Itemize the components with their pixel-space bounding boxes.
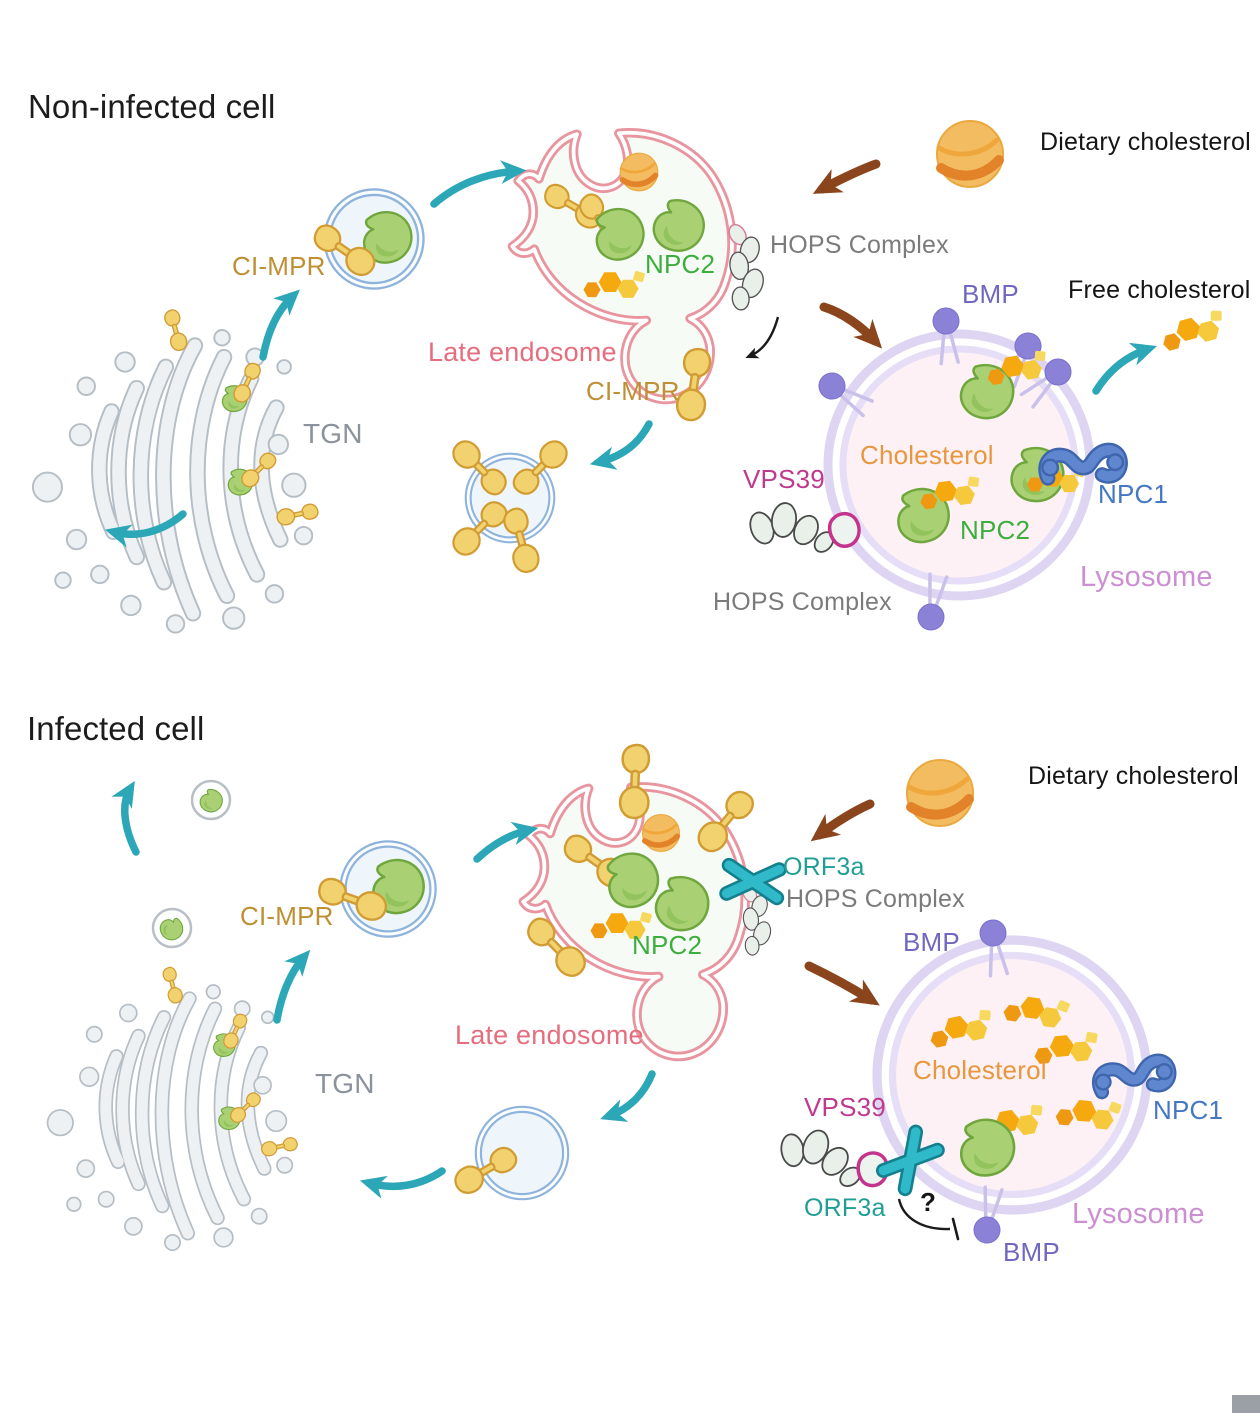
label-lysosome: Lysosome xyxy=(1072,1198,1205,1230)
label-cimpr-vesicle: CI-MPR xyxy=(240,901,334,931)
dietary-sphere-icon xyxy=(620,153,658,191)
label-cimpr-endosome: CI-MPR xyxy=(586,376,680,406)
secreted-npc2-vesicle xyxy=(192,781,230,819)
recycling-arrow xyxy=(745,316,780,359)
teal-arrows xyxy=(104,160,1157,548)
brown-arrows xyxy=(804,799,880,1006)
label-npc2-lysosome: NPC2 xyxy=(960,515,1031,545)
label-late-endosome: Late endosome xyxy=(455,1020,644,1050)
dietary-cholesterol-sphere xyxy=(907,760,973,826)
label-free-cholesterol: Free cholesterol xyxy=(1068,276,1251,304)
label-tgn: TGN xyxy=(315,1068,375,1099)
label-bmp-top: BMP xyxy=(903,927,960,957)
panel-infected xyxy=(48,743,1176,1250)
label-hops-endosome: HOPS Complex xyxy=(770,231,949,259)
tgn-golgi xyxy=(48,966,299,1250)
label-cholesterol: Cholesterol xyxy=(913,1055,1047,1085)
label-bmp: BMP xyxy=(962,279,1019,309)
label-npc2-endosome: NPC2 xyxy=(632,930,703,960)
teal-arrows xyxy=(111,780,656,1199)
label-dietary-cholesterol: Dietary cholesterol xyxy=(1040,128,1251,156)
hops-complex-icon xyxy=(724,220,768,312)
cimpr-receptor-icon xyxy=(618,743,652,820)
label-npc2-endosome: NPC2 xyxy=(645,249,716,279)
dietary-sphere-icon xyxy=(643,815,680,852)
label-hops-lysosome: HOPS Complex xyxy=(713,588,892,616)
panel-title-non-infected: Non-infected cell xyxy=(28,88,276,125)
bmp-icon xyxy=(914,571,953,634)
dietary-cholesterol-sphere xyxy=(937,121,1003,187)
label-question-mark: ? xyxy=(920,1187,937,1217)
label-vps39: VPS39 xyxy=(743,464,825,494)
label-cimpr-vesicle: CI-MPR xyxy=(232,251,326,281)
free-cholesterol-icon xyxy=(1158,308,1229,353)
label-tgn: TGN xyxy=(303,418,363,449)
label-lysosome: Lysosome xyxy=(1080,561,1213,593)
hops-vps39-complex xyxy=(769,1119,895,1200)
label-cholesterol: Cholesterol xyxy=(860,440,994,470)
cimpr-transport-vesicle xyxy=(449,1109,566,1197)
secreted-npc2-vesicle xyxy=(145,901,199,955)
label-npc1: NPC1 xyxy=(1098,479,1169,509)
label-dietary-cholesterol: Dietary cholesterol xyxy=(1028,762,1239,790)
cimpr-npc2-vesicle xyxy=(308,192,420,286)
brown-arrows xyxy=(812,159,883,349)
label-npc1: NPC1 xyxy=(1153,1095,1224,1125)
late-endosome xyxy=(522,743,779,1056)
label-late-endosome: Late endosome xyxy=(428,337,617,367)
scrollbar-corner[interactable] xyxy=(1232,1395,1260,1413)
inhibition-arrow xyxy=(897,1198,960,1241)
label-orf3a-endosome: ORF3a xyxy=(783,853,865,881)
panel-title-infected: Infected cell xyxy=(27,710,205,747)
label-orf3a-lysosome: ORF3a xyxy=(804,1194,886,1222)
label-vps39: VPS39 xyxy=(804,1092,886,1122)
panel-non-infected xyxy=(33,121,1229,634)
cimpr-transport-vesicle xyxy=(447,435,573,576)
label-hops-endosome: HOPS Complex xyxy=(786,885,965,913)
hops-vps39-complex xyxy=(744,499,861,558)
label-bmp-bottom: BMP xyxy=(1003,1237,1060,1267)
tgn-golgi xyxy=(33,308,319,632)
